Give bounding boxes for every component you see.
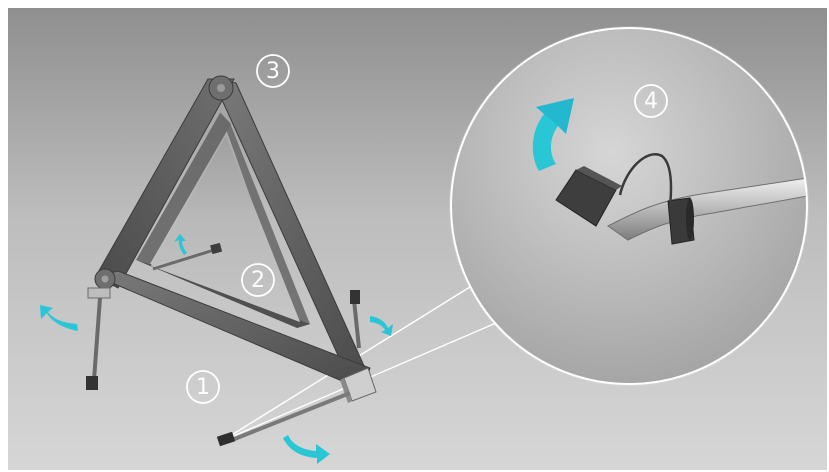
step-number-3: 3 xyxy=(266,59,280,84)
warning-triangle-assembly-illustration: 1 2 3 xyxy=(8,8,827,470)
rubber-foot-icon xyxy=(350,290,360,304)
step-number-2: 2 xyxy=(251,268,265,293)
detail-callout: 4 xyxy=(451,28,808,384)
step-number-1: 1 xyxy=(196,375,210,400)
step-number-4: 4 xyxy=(644,89,658,114)
rubber-foot-icon xyxy=(86,376,98,390)
illustration-canvas: 1 2 3 xyxy=(8,8,827,470)
